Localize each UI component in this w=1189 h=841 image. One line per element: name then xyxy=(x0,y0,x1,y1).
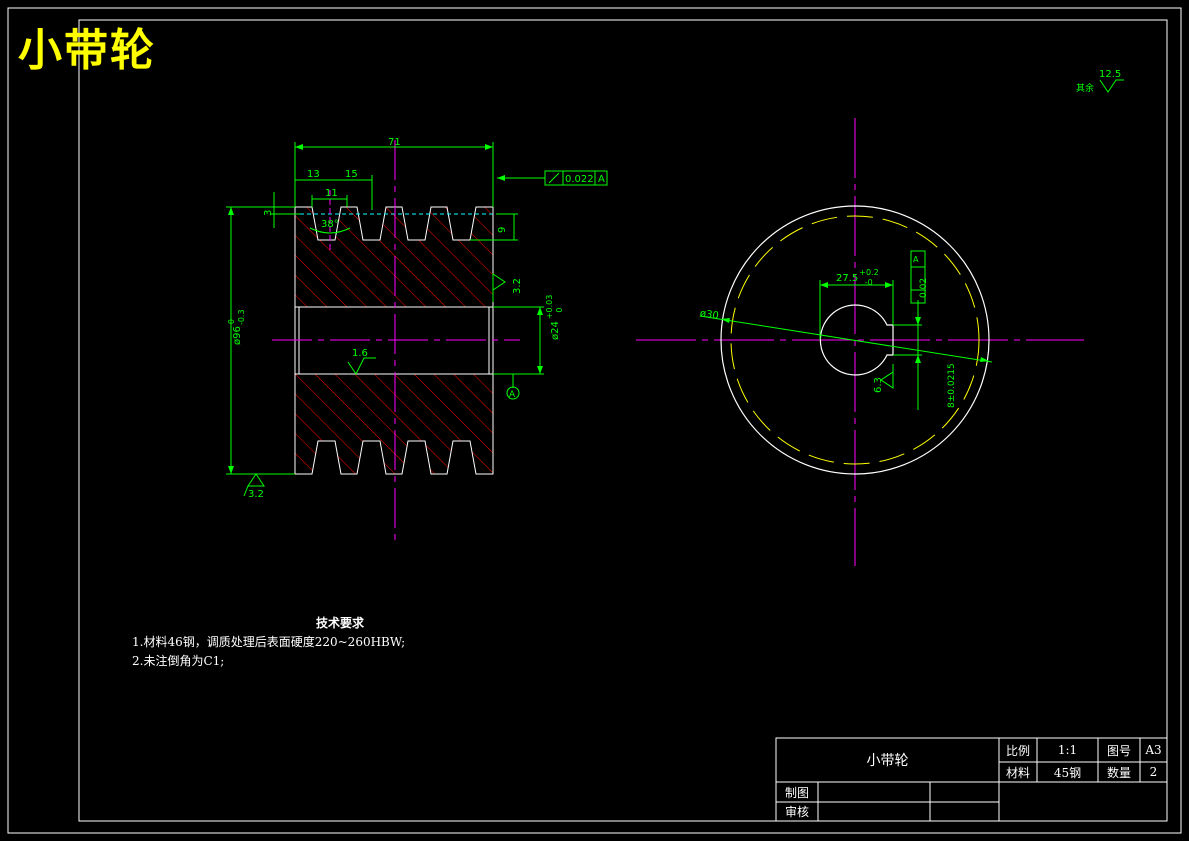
lower-section-hatch xyxy=(294,373,494,475)
runout-datum: A xyxy=(598,174,605,185)
runout-frame xyxy=(544,170,608,186)
dim-24-tol-lower: 0 xyxy=(555,308,564,313)
tb-quantity-label: 数量 xyxy=(1106,765,1131,780)
dim-15-text: 15 xyxy=(345,169,358,180)
dim-96-tol-upper: 0 xyxy=(227,319,236,324)
dim-38-text: 38° xyxy=(321,219,339,230)
dim-24-base: ø24 xyxy=(550,321,561,340)
pitch-circle xyxy=(730,215,980,465)
tb-checked-label: 审核 xyxy=(784,805,809,819)
title-block xyxy=(775,737,1168,822)
tb-material-label: 材料 xyxy=(1005,765,1030,780)
symmetry-frame xyxy=(910,250,926,304)
datum-a-text: A xyxy=(509,390,516,400)
roughness-corner-value: 12.5 xyxy=(1099,69,1121,80)
roughness-bottom-leader xyxy=(243,485,249,497)
dim-27-5-arrow-left xyxy=(820,282,828,288)
tech-item-2: 2.未注倒角为C1; xyxy=(132,654,225,668)
dim-71-arrow-left xyxy=(295,144,303,150)
dim-30-arrow-right xyxy=(980,357,989,362)
roughness-corner-label: 其余 xyxy=(1076,82,1094,94)
dim-96-text: ø96 0-0.3 xyxy=(227,309,246,345)
front-view: 71 13 15 11 38° 9 3 ø960-0.3 ø24+0.030 0… xyxy=(226,137,608,540)
side-view: ø30 27.5+0.2-0 8±0.0215 0.02 A 6.3 其余 12… xyxy=(636,69,1124,566)
dim-71-text: 71 xyxy=(388,137,401,148)
outer-circle xyxy=(720,205,990,475)
dim-8-arrow-top xyxy=(915,317,921,325)
dim-96-arrow-bottom xyxy=(228,466,234,474)
roughness-keyway-text: 6.3 xyxy=(873,377,884,393)
roughness-bore-symbol xyxy=(347,357,376,375)
tech-item-1: 1.材料46钢，调质处理后表面硬度220~260HBW; xyxy=(132,635,406,649)
tech-heading: 技术要求 xyxy=(316,616,365,630)
tb-drawing-no-label: 图号 xyxy=(1106,743,1131,758)
title-block-frame xyxy=(775,737,1168,822)
dim-24-arrow-bottom xyxy=(537,366,543,374)
dim-27-5-text: 27.5+0.2-0 xyxy=(836,268,879,287)
tb-scale-value: 1:1 xyxy=(1057,743,1078,757)
dim-27-5-base: 27.5 xyxy=(836,273,858,284)
hub-bore-with-keyway xyxy=(819,304,894,376)
roughness-bore-text: 1.6 xyxy=(352,348,368,359)
dim-96-tol-lower: -0.3 xyxy=(237,309,246,325)
roughness-right-symbol xyxy=(492,273,506,302)
dim-8-arrow-bottom xyxy=(915,355,921,363)
outer-frame xyxy=(7,7,1182,834)
tb-scale-label: 比例 xyxy=(1005,743,1030,758)
dim-24-text: ø24+0.030 xyxy=(545,295,564,340)
symmetry-datum: A xyxy=(913,255,919,264)
tb-drawing-no-value: A3 xyxy=(1145,743,1162,757)
tb-drawn-label: 制图 xyxy=(784,785,809,800)
inner-frame xyxy=(78,19,1168,822)
dim-27-5-tol-lower: -0 xyxy=(865,278,873,287)
drawing-title: 小带轮 xyxy=(18,25,156,76)
roughness-corner-symbol xyxy=(1099,79,1124,93)
dim-27-5-tol-upper: +0.2 xyxy=(859,268,878,277)
dim-30-leader xyxy=(699,315,993,363)
symmetry-value: 0.02 xyxy=(919,278,929,298)
tb-part-name: 小带轮 xyxy=(866,753,909,769)
roughness-bottom-symbol xyxy=(247,473,265,487)
dim-27-5-arrow-right xyxy=(885,282,893,288)
tb-quantity-value: 2 xyxy=(1149,765,1158,779)
roughness-keyway-symbol xyxy=(880,364,894,389)
dim-3-text: 3 xyxy=(263,210,274,216)
dim-8-text: 8±0.0215 xyxy=(947,363,957,408)
dim-96-arrow-top xyxy=(228,207,234,215)
dim-24-tol-upper: +0.03 xyxy=(545,295,554,320)
dim-71-arrow-right xyxy=(485,144,493,150)
dim-30-arrow-left xyxy=(721,318,730,323)
dim-24-arrow-top xyxy=(537,307,543,315)
dim-11-text: 11 xyxy=(325,188,338,199)
dim-38-arc xyxy=(309,227,351,234)
dim-30-text: ø30 xyxy=(699,308,719,322)
dim-96-base: ø96 xyxy=(232,326,243,345)
dim-9-text: 9 xyxy=(497,227,508,233)
runout-symbol xyxy=(548,172,560,184)
upper-section-hatch xyxy=(294,206,494,308)
runout-value: 0.022 xyxy=(565,174,594,185)
roughness-bottom-text: 3.2 xyxy=(248,489,264,500)
dim-13-text: 13 xyxy=(307,169,320,180)
tb-material-value: 45钢 xyxy=(1053,765,1082,780)
roughness-right-text: 3.2 xyxy=(512,278,523,294)
runout-arrow xyxy=(497,175,505,181)
datum-a-circle xyxy=(506,386,520,400)
